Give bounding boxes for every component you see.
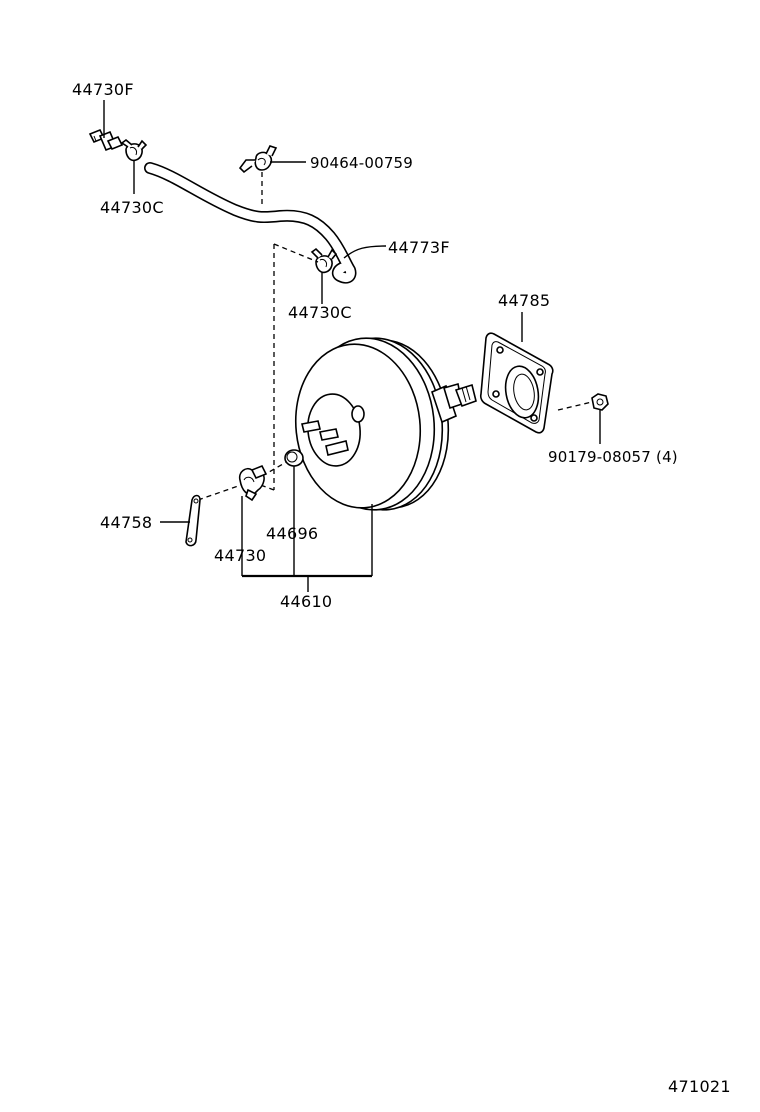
label-44773F: 44773F: [388, 238, 450, 257]
vacuum-hose-44773F: [144, 162, 357, 284]
nut-90179-08057: [591, 393, 609, 411]
label-44610: 44610: [280, 592, 332, 611]
label-44758: 44758: [100, 513, 152, 532]
clamp-90464-00759: [238, 145, 278, 174]
figure-number: 471021: [668, 1077, 731, 1096]
bracket-44758: [185, 494, 201, 547]
label-44730F: 44730F: [72, 80, 134, 99]
check-valve-44730F: [88, 128, 124, 152]
label-44785: 44785: [498, 291, 550, 310]
part-labels: 44730F 44730C 90464-00759 44773F 44730C …: [72, 80, 731, 1096]
label-44730: 44730: [214, 546, 266, 565]
label-90464-00759: 90464-00759: [310, 154, 413, 172]
label-44696: 44696: [266, 524, 318, 543]
brake-booster-44610: [294, 337, 477, 511]
leader-lines: [103, 100, 601, 592]
label-44730C-mid: 44730C: [288, 303, 352, 322]
hose-clip-44730C-mid: [310, 247, 338, 274]
gasket-44785: [479, 332, 554, 434]
label-90179-08057: 90179-08057 (4): [548, 448, 678, 466]
hose-clip-44730C-top: [120, 138, 148, 162]
vacuum-union-44730: [238, 464, 268, 502]
label-44730C-top: 44730C: [100, 198, 164, 217]
grommet-44696: [284, 449, 304, 467]
